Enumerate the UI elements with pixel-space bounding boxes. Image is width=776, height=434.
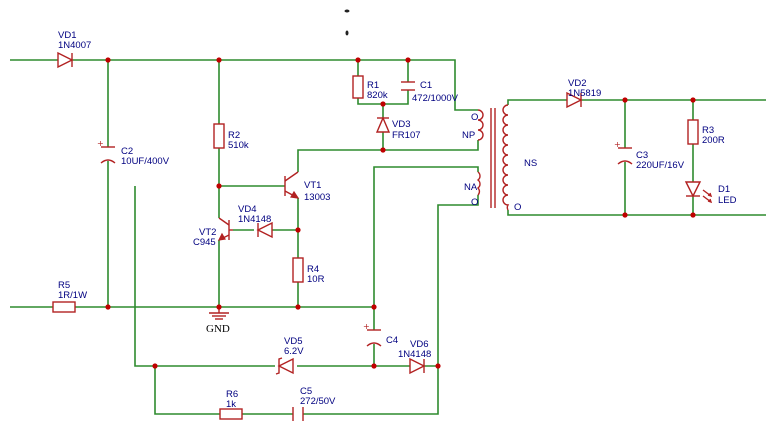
svg-text:1N4007: 1N4007 (58, 40, 91, 51)
svg-text:1k: 1k (226, 399, 236, 410)
np-label: NP (462, 130, 475, 141)
svg-text:C5: C5 (300, 386, 312, 397)
svg-text:510k: 510k (228, 140, 249, 151)
svg-text:C1: C1 (420, 80, 432, 91)
r5-resistor: R5 1R/1W (52, 280, 87, 313)
vd4-diode: VD4 1N4148 (238, 204, 273, 239)
vd1-diode: VD1 1N4007 (57, 30, 91, 69)
np-dot: O (471, 112, 478, 123)
np-winding (477, 109, 484, 141)
svg-text:VD4: VD4 (238, 204, 256, 215)
svg-text:1N5819: 1N5819 (568, 88, 601, 99)
c3-capacitor: + C3 220UF/16V (614, 140, 685, 171)
ground-symbol: GND (206, 307, 230, 335)
vd6-diode: VD6 1N4148 (398, 339, 431, 375)
svg-text:6.2V: 6.2V (284, 346, 304, 357)
svg-text:R5: R5 (58, 280, 70, 291)
wires (10, 59, 766, 415)
svg-text:C4: C4 (386, 335, 398, 346)
svg-text:472/1000V: 472/1000V (412, 93, 459, 104)
svg-text:13003: 13003 (304, 192, 330, 203)
vd2-diode: VD2 1N5819 (566, 78, 601, 109)
svg-text:VD5: VD5 (284, 336, 302, 347)
svg-text:R3: R3 (702, 125, 714, 136)
ns-winding (502, 104, 510, 211)
svg-text:220UF/16V: 220UF/16V (636, 160, 685, 171)
svg-text:R1: R1 (367, 80, 379, 91)
svg-text:R2: R2 (228, 130, 240, 141)
vd3-diode: VD3 FR107 (375, 116, 421, 141)
na-label: NA (464, 182, 478, 193)
svg-text:C945: C945 (193, 237, 216, 248)
vt2-transistor: VT2 C945 (193, 217, 233, 248)
svg-text:VD3: VD3 (392, 119, 410, 130)
ns-label: NS (524, 158, 537, 169)
svg-text:1R/1W: 1R/1W (58, 290, 87, 301)
svg-text:VD2: VD2 (568, 78, 586, 89)
c1-capacitor: C1 472/1000V (401, 80, 459, 104)
svg-text:C3: C3 (636, 150, 648, 161)
svg-text:FR107: FR107 (392, 130, 421, 141)
svg-text:R6: R6 (226, 389, 238, 400)
svg-text:+: + (97, 139, 104, 148)
r6-resistor: R6 1k (219, 389, 243, 420)
r4-resistor: R4 10R (292, 257, 325, 285)
ns-dot: O (514, 202, 521, 213)
svg-text:1N4148: 1N4148 (398, 349, 431, 360)
svg-text:VD6: VD6 (410, 339, 428, 350)
svg-text:10UF/400V: 10UF/400V (121, 156, 170, 167)
svg-text:+: + (363, 322, 370, 331)
transformer: O NP NA O NS O (462, 104, 537, 213)
svg-text:272/50V: 272/50V (300, 396, 336, 407)
svg-text:200R: 200R (702, 135, 725, 146)
vd5-zener: VD5 6.2V (275, 336, 304, 375)
stray-marks (344, 9, 350, 36)
r3-resistor: R3 200R (687, 119, 725, 146)
na-winding (476, 171, 481, 196)
svg-text:R4: R4 (307, 264, 319, 275)
svg-text:C2: C2 (121, 146, 133, 157)
svg-text:820k: 820k (367, 90, 388, 101)
c2-capacitor: + C2 10UF/400V (97, 139, 170, 167)
svg-text:VT2: VT2 (199, 227, 216, 238)
svg-text:10R: 10R (307, 274, 325, 285)
r2-resistor: R2 510k (213, 123, 249, 151)
junctions (105, 57, 696, 369)
na-dot: O (471, 197, 478, 208)
svg-text:VT1: VT1 (304, 180, 321, 191)
svg-text:1N4148: 1N4148 (238, 214, 271, 225)
r1-resistor: R1 820k (352, 75, 388, 101)
svg-text:GND: GND (206, 323, 230, 335)
svg-text:+: + (614, 140, 621, 149)
d1-led: D1 LED (684, 181, 737, 206)
svg-text:LED: LED (718, 195, 737, 206)
vt1-transistor: VT1 13003 (284, 171, 330, 203)
c4-capacitor: + C4 (363, 322, 398, 347)
svg-text:VD1: VD1 (58, 30, 76, 41)
c5-capacitor: C5 272/50V (292, 386, 336, 421)
svg-text:D1: D1 (718, 184, 730, 195)
